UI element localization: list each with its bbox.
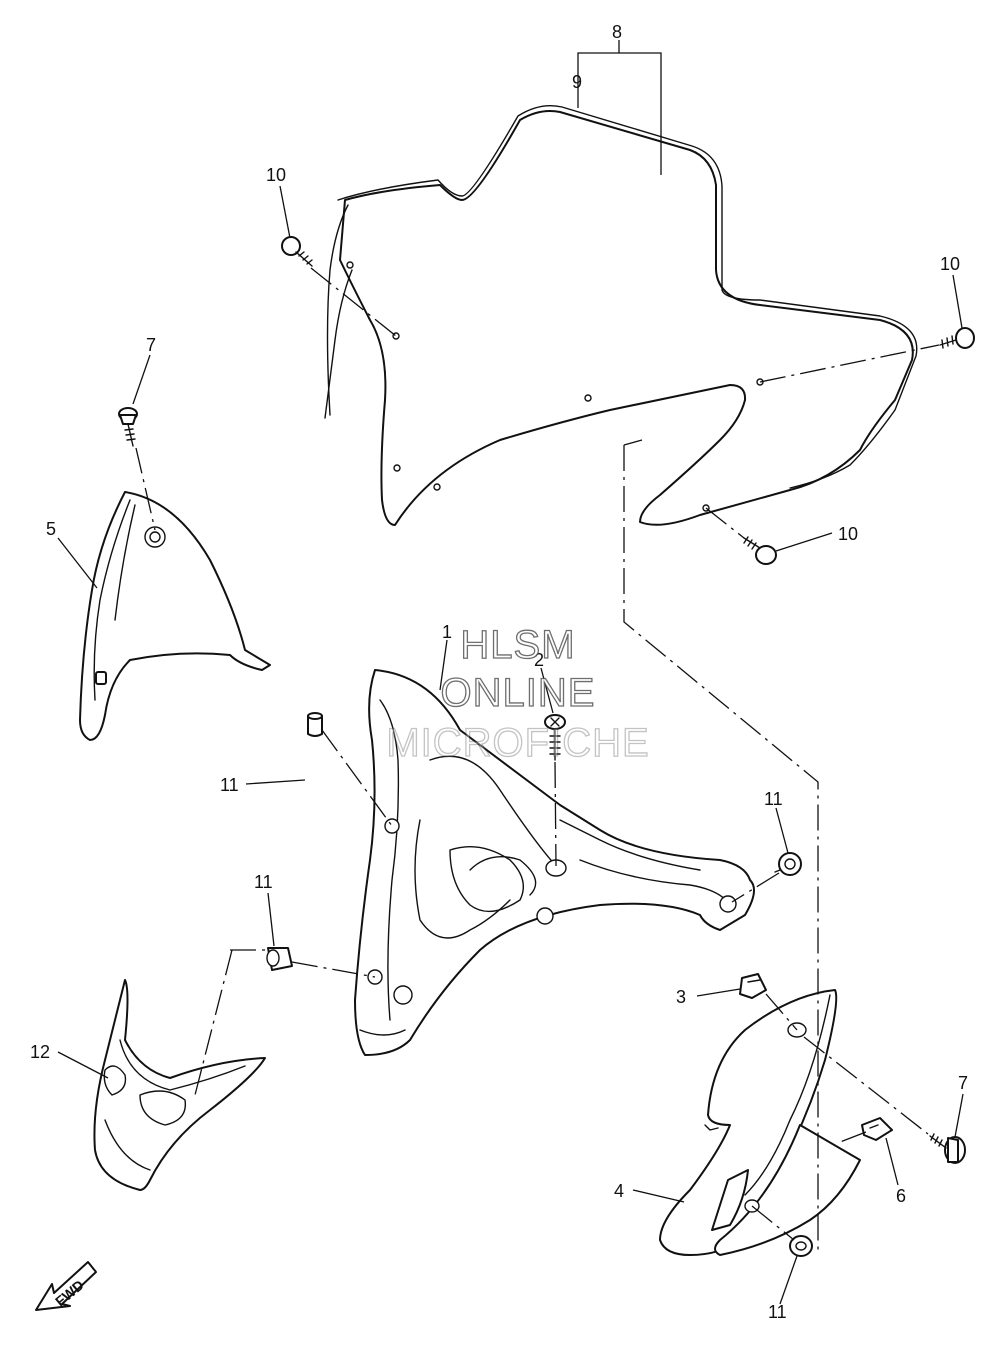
collar-11-d[interactable] bbox=[789, 1235, 813, 1257]
collar-11-b[interactable] bbox=[774, 852, 802, 876]
screw-2[interactable] bbox=[544, 714, 566, 761]
left-side-cover-part[interactable] bbox=[79, 491, 271, 741]
callout-11-right: 11 bbox=[764, 789, 783, 809]
callout-11-middle: 11 bbox=[254, 872, 273, 892]
screw-7-upper[interactable] bbox=[118, 407, 138, 447]
callout-10-lower: 10 bbox=[838, 524, 858, 544]
lower-front-cover-part[interactable] bbox=[93, 979, 266, 1191]
watermark: HLSM ONLINE MICROFICHE bbox=[386, 622, 650, 765]
callout-5: 5 bbox=[46, 519, 56, 539]
callout-7-lower: 7 bbox=[958, 1073, 968, 1093]
callout-12: 12 bbox=[30, 1042, 50, 1062]
watermark-line-1: HLSM bbox=[460, 623, 575, 667]
callout-4: 4 bbox=[614, 1181, 624, 1201]
fwd-arrow-icon: FWD bbox=[35, 1261, 97, 1311]
callout-8: 8 bbox=[612, 22, 622, 42]
callout-10-right: 10 bbox=[940, 254, 960, 274]
callout-7-upper: 7 bbox=[146, 335, 156, 355]
clip-3[interactable] bbox=[739, 973, 767, 999]
alignment-dashed-lines bbox=[135, 267, 940, 1255]
callout-labels: 8 9 10 10 10 7 5 1 2 11 11 11 3 12 7 4 6… bbox=[30, 22, 968, 1322]
screw-10-right[interactable] bbox=[939, 327, 975, 349]
screw-7-lower[interactable] bbox=[929, 1133, 966, 1164]
leader-lines bbox=[57, 40, 964, 1305]
callout-1: 1 bbox=[442, 622, 452, 642]
callout-3: 3 bbox=[676, 987, 686, 1007]
callout-10-upper-left: 10 bbox=[266, 165, 286, 185]
callout-9: 9 bbox=[572, 72, 582, 92]
callout-11-left: 11 bbox=[220, 775, 239, 795]
callout-11-bottom: 11 bbox=[768, 1302, 787, 1322]
watermark-line-2: ONLINE bbox=[441, 671, 596, 715]
callout-2: 2 bbox=[534, 650, 544, 670]
collar-11-a[interactable] bbox=[307, 712, 323, 737]
screw-10-upper-left[interactable] bbox=[281, 236, 313, 267]
screw-10-lower[interactable] bbox=[743, 536, 777, 565]
watermark-line-3: MICROFICHE bbox=[386, 721, 649, 765]
right-side-cover-part[interactable] bbox=[659, 989, 861, 1256]
front-cowl-part[interactable] bbox=[354, 669, 755, 1056]
collar-11-c[interactable] bbox=[266, 947, 293, 971]
bracket-6[interactable] bbox=[861, 1117, 893, 1141]
windshield-part[interactable] bbox=[324, 104, 918, 526]
callout-6: 6 bbox=[896, 1186, 906, 1206]
